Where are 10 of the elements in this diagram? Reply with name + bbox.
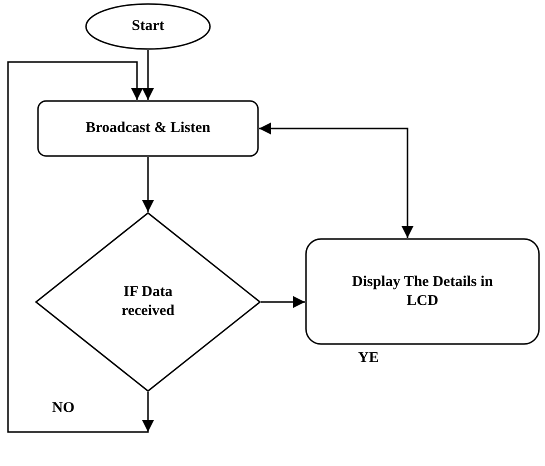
edge-label: YE — [358, 350, 379, 367]
start-ellipse — [85, 3, 211, 50]
process-box — [305, 238, 540, 345]
node-label: Start — [132, 17, 164, 36]
edge-label: NO — [52, 400, 74, 417]
node-label: Display The Details in LCD — [351, 272, 494, 310]
node-label: IF Data received — [120, 283, 176, 321]
decision-diamond — [35, 212, 261, 392]
node-label: Broadcast & Listen — [86, 119, 210, 138]
process-box — [37, 100, 259, 157]
